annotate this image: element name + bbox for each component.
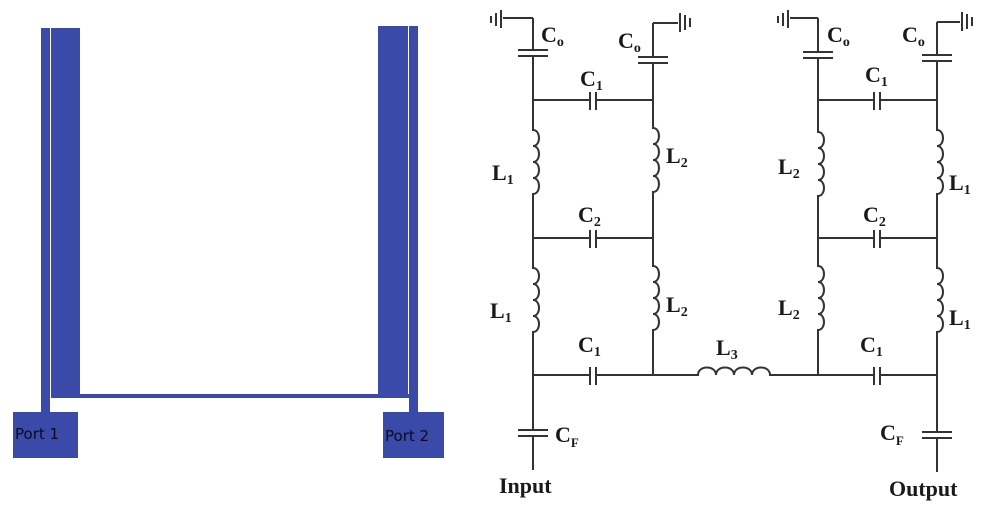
capacitor-c2-left [533, 230, 653, 248]
capacitor-co-left-b [638, 13, 691, 100]
label-co-right-d: Co [902, 22, 925, 50]
label-l2-left-a: L2 [666, 143, 688, 171]
left-feed-strip [41, 28, 50, 412]
capacitor-c1-left-top [533, 92, 653, 110]
label-input: Input [499, 473, 552, 498]
label-c2-left: C2 [578, 202, 601, 230]
capacitor-cf-right [922, 375, 952, 472]
label-co-right-c: Co [827, 22, 850, 50]
label-c1-left-bottom: C1 [578, 332, 601, 360]
label-c1-right-top: C1 [865, 62, 888, 90]
inductor-l2-right-a [817, 100, 825, 238]
label-l2-right-b: L2 [778, 295, 800, 323]
label-l2-left-b: L2 [666, 292, 688, 320]
port-2-label: Port 2 [385, 427, 430, 445]
label-cf-left: CF [555, 422, 579, 450]
left-resonator-bar [51, 28, 80, 398]
label-l1-right-a: L1 [949, 170, 971, 198]
label-l2-right-a: L2 [778, 154, 800, 182]
inductor-l1-right-a [936, 100, 944, 238]
label-c1-right-bottom: C1 [860, 332, 883, 360]
label-l1-right-b: L1 [949, 305, 971, 333]
capacitor-c2-right [818, 230, 937, 248]
capacitor-c1-right-bottom [818, 367, 937, 385]
label-l1-left-b: L1 [490, 298, 512, 326]
inductor-l1-right-b [936, 238, 944, 375]
label-output: Output [889, 476, 958, 501]
inductor-l1-left-b [532, 238, 540, 375]
label-c1-left-top: C1 [580, 66, 603, 94]
port-1-label: Port 1 [15, 425, 60, 443]
microstrip-layout: Port 1 Port 2 [0, 0, 470, 505]
inductor-l2-left-a [652, 100, 660, 238]
label-l1-left-a: L1 [492, 160, 514, 188]
label-c2-right: C2 [863, 202, 886, 230]
inductor-l1-left-a [532, 100, 540, 238]
label-co-left-b: Co [618, 28, 641, 56]
capacitor-co-right-d [922, 12, 973, 100]
inductor-l2-left-b [652, 238, 660, 375]
capacitor-c1-right-top [818, 92, 937, 110]
capacitor-c1-left-bottom [533, 367, 653, 385]
inductor-l2-right-b [817, 238, 825, 375]
capacitor-cf-left [518, 375, 548, 470]
inductor-l3 [653, 366, 818, 376]
bottom-connecting-line [51, 394, 409, 398]
capacitor-co-left-a [490, 10, 548, 100]
right-feed-strip [409, 26, 418, 412]
label-cf-right: CF [880, 420, 904, 448]
label-co-left-a: Co [541, 22, 564, 50]
equivalent-circuit: Co Co C1 L1 L2 C2 L1 L2 C1 L3 Co Co C1 L… [470, 0, 1007, 505]
label-l3: L3 [716, 335, 738, 363]
port-1: Port 1 [13, 412, 78, 458]
right-resonator-bar [378, 26, 408, 398]
port-2: Port 2 [383, 412, 444, 458]
capacitor-co-right-c [777, 10, 833, 100]
